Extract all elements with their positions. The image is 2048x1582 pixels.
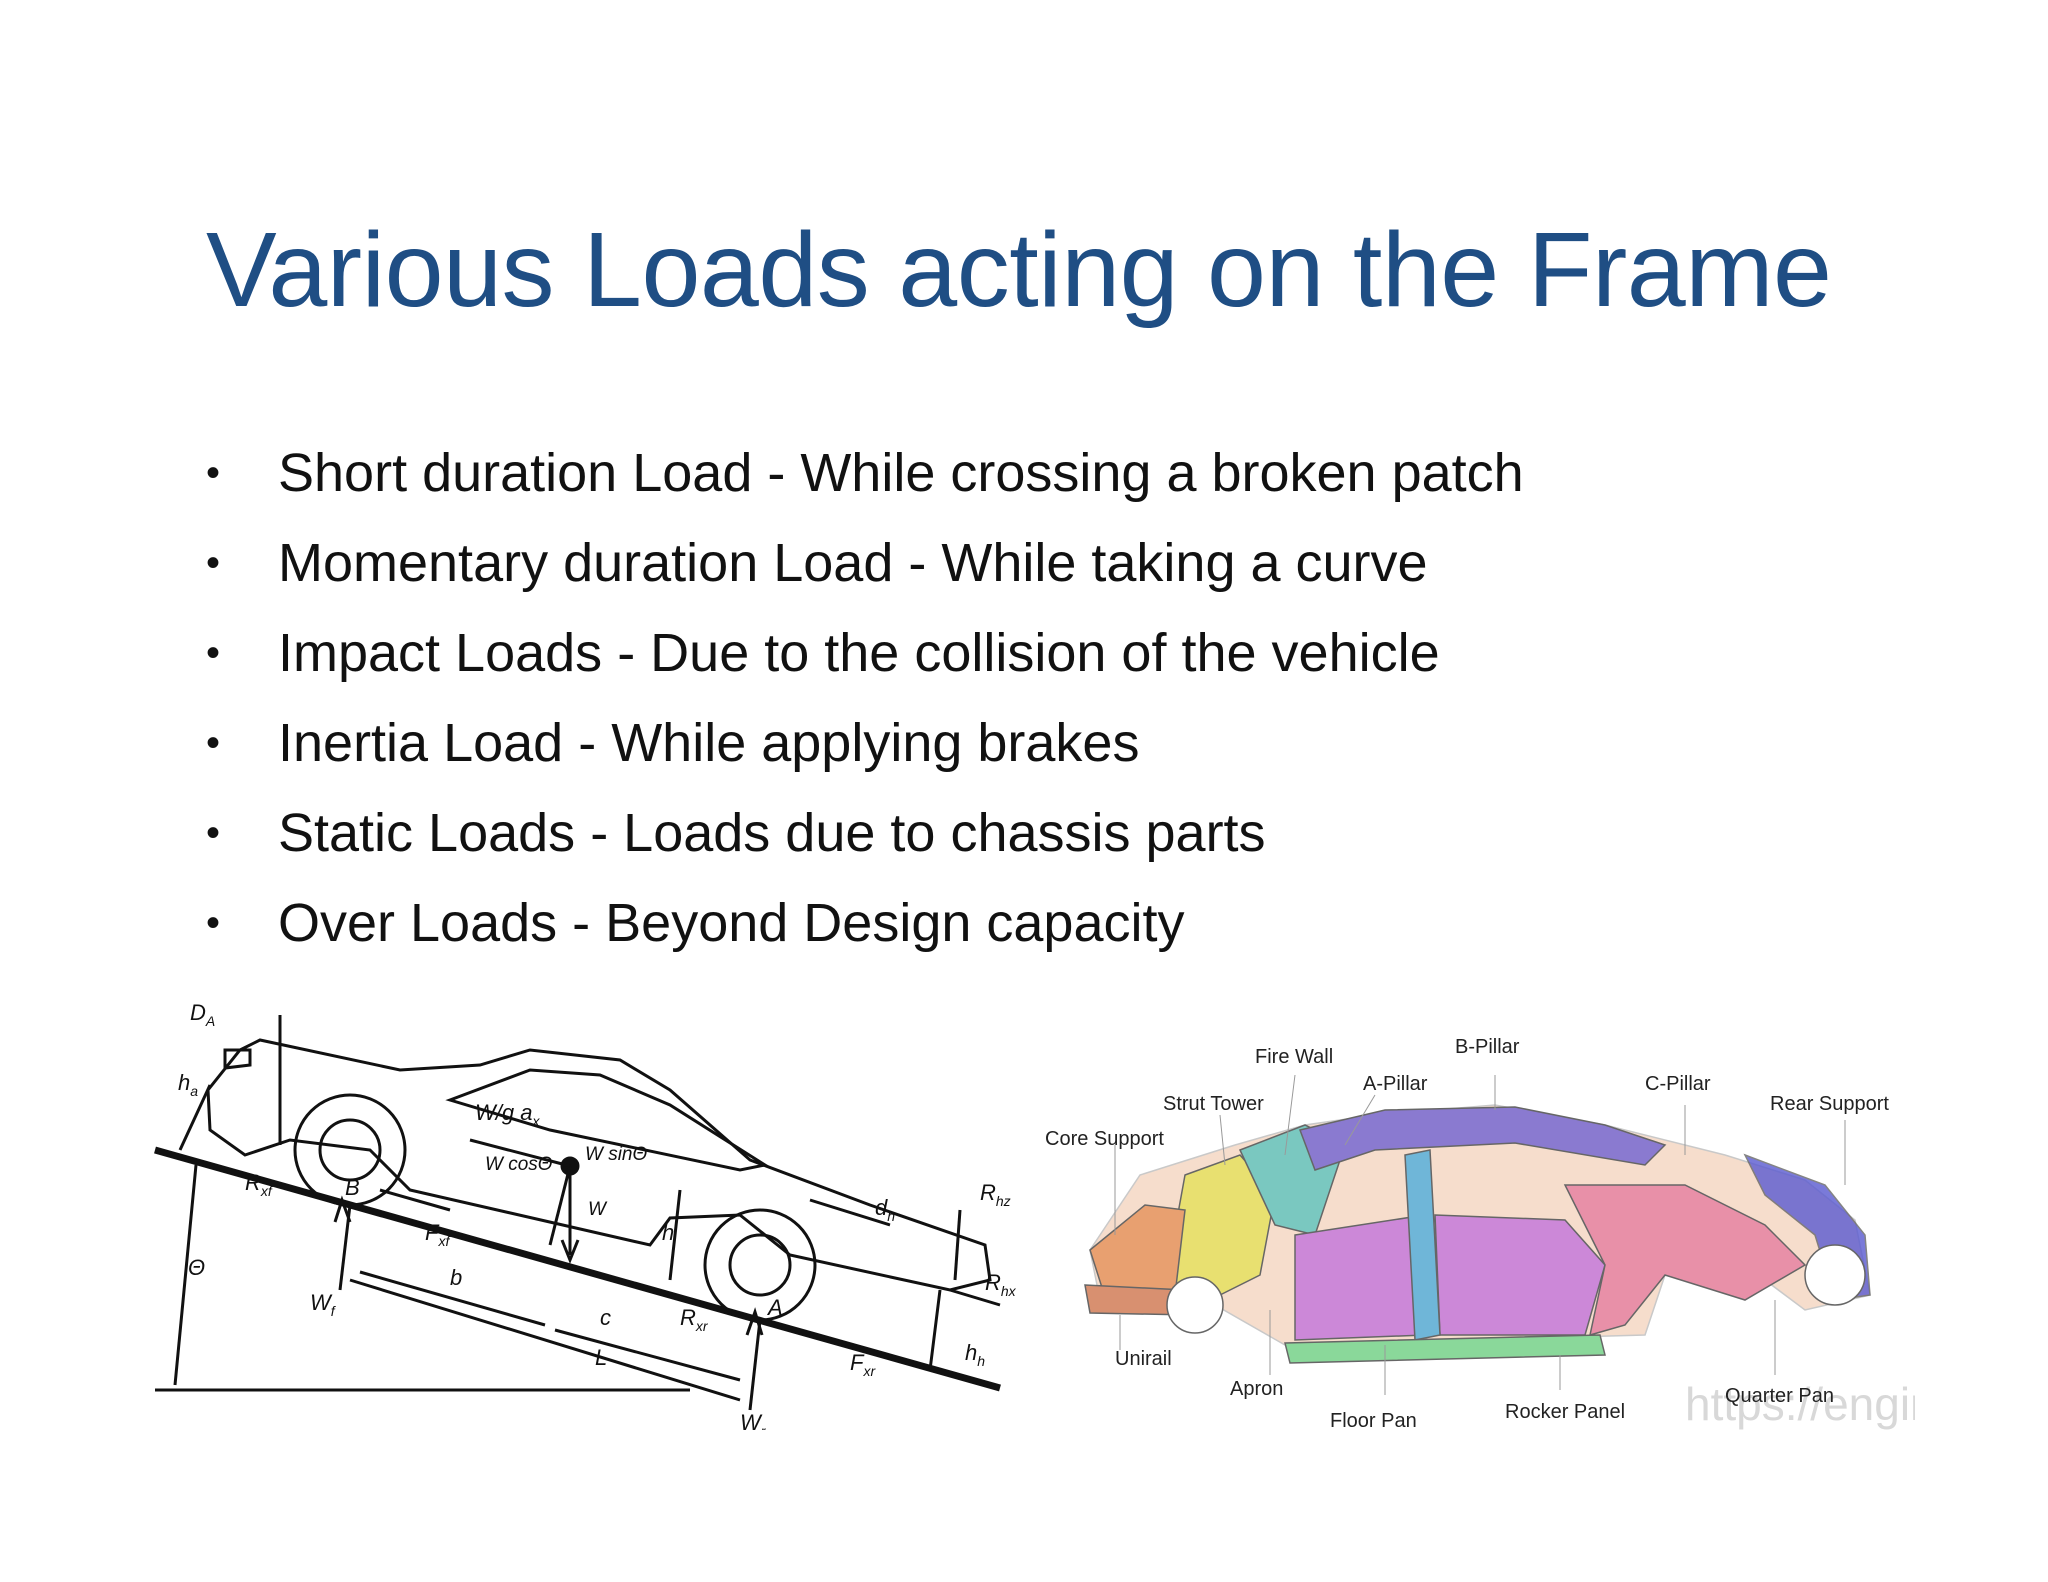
quarter-panel-part <box>1563 1184 1807 1337</box>
label-c: c <box>600 1305 611 1330</box>
body-part-labels: Fire Wall A-Pillar B-Pillar C-Pillar Str… <box>1045 1036 1889 1432</box>
label-rhz: Rhz <box>980 1180 1011 1209</box>
bullet-item: • Inertia Load - While applying brakes <box>206 698 1524 788</box>
rear-reaction-arrowhead <box>745 1307 764 1336</box>
label-fxf: Fxf <box>425 1220 451 1249</box>
incline-road <box>154 1146 1001 1392</box>
label-rear-support: Rear Support <box>1770 1093 1889 1115</box>
label-strut-tower: Strut Tower <box>1163 1093 1264 1115</box>
front-wheel-arch <box>1166 1276 1224 1334</box>
label-hh: hh <box>965 1340 985 1369</box>
dim-da <box>178 1084 212 1151</box>
label-rocker-panel: Rocker Panel <box>1505 1401 1625 1423</box>
bullet-dot: • <box>206 631 221 675</box>
rear-wheel-hub <box>728 1233 792 1297</box>
label-wsin: W sinΘ <box>585 1144 648 1165</box>
dim-L <box>349 1278 741 1402</box>
leader-a-pillar <box>1344 1094 1376 1146</box>
b-pillar-part <box>1404 1149 1441 1341</box>
label-l: L <box>595 1345 607 1370</box>
rear-tractive-arrow <box>779 1323 851 1347</box>
label-theta: Θ <box>188 1255 205 1280</box>
label-rhx: Rhx <box>985 1270 1017 1299</box>
dim-theta <box>173 1164 198 1386</box>
label-b-dim: b <box>450 1265 462 1290</box>
label-c-pillar: C-Pillar <box>1645 1073 1711 1095</box>
bullet-text: Impact Loads - Due to the collision of t… <box>278 623 1440 683</box>
rear-wheel-arch <box>1804 1244 1866 1306</box>
rear-wheel <box>703 1208 817 1322</box>
rear-reaction-arrow <box>748 1319 762 1411</box>
label-core-support: Core Support <box>1045 1128 1164 1150</box>
label-unirail: Unirail <box>1115 1348 1172 1370</box>
label-fxr: Fxr <box>850 1350 876 1379</box>
label-a-pillar: A-Pillar <box>1363 1073 1428 1095</box>
hitch-horizontal-arrow <box>949 1288 1001 1307</box>
label-rxr: Rxr <box>680 1305 709 1334</box>
label-a-point: A <box>766 1295 783 1320</box>
leader-strut-tower <box>1219 1114 1226 1166</box>
leader-lines <box>1114 1074 1846 1395</box>
bullet-list: • Short duration Load - While crossing a … <box>206 428 1524 968</box>
bullet-item: • Momentary duration Load - While taking … <box>206 518 1524 608</box>
dim-hh <box>928 1289 942 1371</box>
label-wgax: W/g ax <box>475 1100 540 1129</box>
dim-h <box>668 1189 682 1281</box>
bullet-dot: • <box>206 721 221 765</box>
vehicle-load-diagram: DA ha Θ Rxf Wf B Fxf b W/g ax W cosΘ W s… <box>154 1000 1017 1430</box>
label-w: W <box>588 1199 608 1220</box>
bullet-text: Over Loads - Beyond Design capacity <box>278 893 1185 953</box>
label-ha: ha <box>178 1070 198 1099</box>
label-floor-pan: Floor Pan <box>1330 1410 1417 1432</box>
roof-rail-part <box>1298 1106 1667 1171</box>
bullet-item: • Impact Loads - Due to the collision of … <box>206 608 1524 698</box>
bullet-item: • Short duration Load - While crossing a … <box>206 428 1524 518</box>
weight-arrowhead <box>560 1239 580 1265</box>
label-dh: dh <box>875 1195 895 1224</box>
label-rxf: Rxf <box>245 1170 274 1199</box>
label-quarter-pan: Quarter Pan <box>1725 1385 1834 1407</box>
bullet-text: Static Loads - Loads due to chassis part… <box>278 803 1266 863</box>
label-da: DA <box>190 1000 215 1029</box>
inertia-arrow <box>469 1138 571 1168</box>
dim-dh <box>809 1198 891 1227</box>
bullet-dot: • <box>206 901 221 945</box>
watermark-text: https://engineeringlearn.c <box>1685 1378 1915 1430</box>
rocker-panel-part <box>1284 1334 1606 1364</box>
label-h: h <box>662 1220 674 1245</box>
leader-fire-wall <box>1284 1074 1296 1156</box>
bullet-text: Inertia Load - While applying brakes <box>278 713 1140 773</box>
label-b-pillar: B-Pillar <box>1455 1036 1520 1058</box>
body-shapes <box>1084 1104 1871 1364</box>
slide-title: Various Loads acting on the Frame <box>206 211 1832 329</box>
car-body-structure-diagram: https://engineeringlearn.c Fire Wall A-P… <box>1045 1036 1915 1432</box>
front-door-part <box>1294 1214 1426 1341</box>
label-wcos: W cosΘ <box>485 1154 553 1175</box>
bullet-text: Short duration Load - While crossing a b… <box>278 443 1524 503</box>
label-wf: Wf <box>310 1290 337 1319</box>
label-fire-wall: Fire Wall <box>1255 1046 1333 1068</box>
hitch-vertical-arrow <box>953 1209 962 1281</box>
bullet-dot: • <box>206 811 221 855</box>
bullet-dot: • <box>206 451 221 495</box>
wcos-arrow <box>548 1165 572 1246</box>
front-reaction-arrowhead <box>333 1195 352 1223</box>
bullet-text: Momentary duration Load - While taking a… <box>278 533 1428 593</box>
diagram-labels: DA ha Θ Rxf Wf B Fxf b W/g ax W cosΘ W s… <box>178 1000 1017 1430</box>
bullet-item: • Static Loads - Loads due to chassis par… <box>206 788 1524 878</box>
core-support-part <box>1089 1204 1186 1298</box>
front-tractive-arrow <box>379 1188 451 1212</box>
dim-b <box>359 1270 546 1327</box>
dim-c <box>554 1328 741 1382</box>
label-wr: Wr <box>740 1410 767 1430</box>
car-front-detail <box>223 1048 252 1070</box>
label-b-point: B <box>345 1175 360 1200</box>
car-window <box>445 1068 769 1172</box>
bullet-item: • Over Loads - Beyond Design capacity <box>206 878 1524 968</box>
diagram-geometry <box>154 1015 1001 1411</box>
front-wheel-hub <box>318 1118 382 1182</box>
label-apron: Apron <box>1230 1378 1283 1400</box>
bullet-dot: • <box>206 541 221 585</box>
